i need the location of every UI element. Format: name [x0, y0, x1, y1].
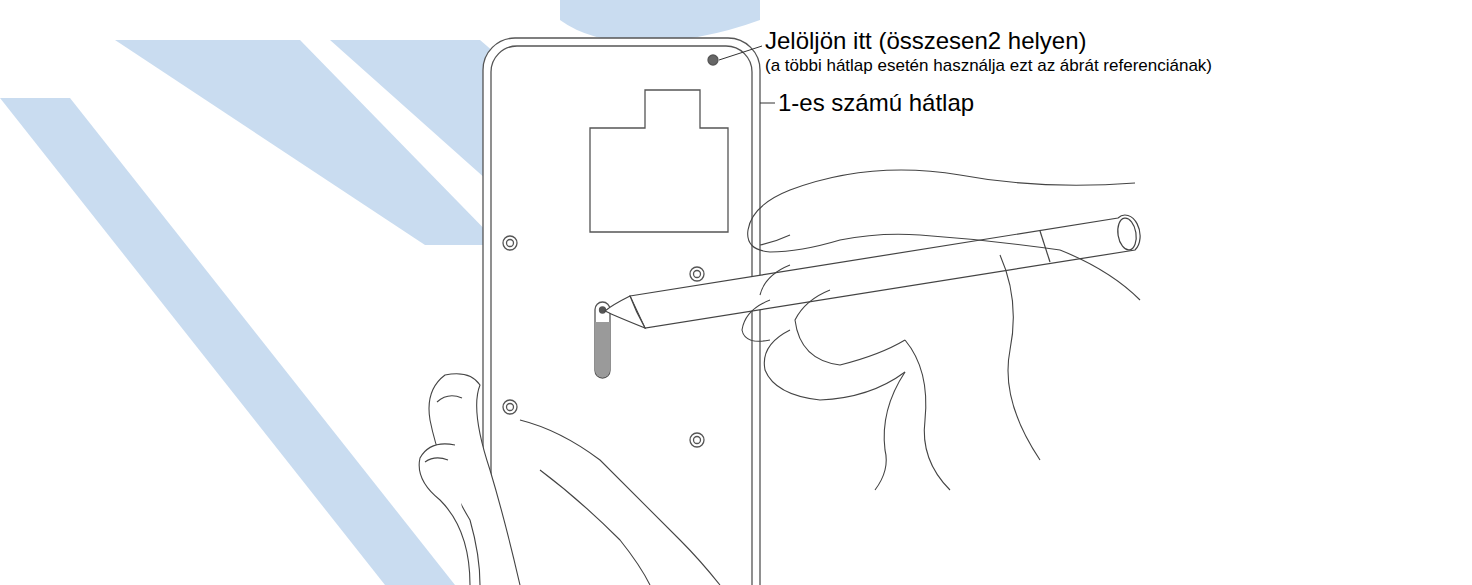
pen-end [1116, 217, 1139, 251]
pen-seam [1040, 231, 1050, 262]
fingernail [425, 458, 448, 462]
palm [520, 420, 720, 585]
mark-hole [708, 55, 718, 65]
screw-hole-inner [694, 437, 701, 444]
palm [1060, 250, 1140, 300]
screw-hole [503, 236, 517, 250]
screw-hole-inner [694, 271, 701, 278]
palm [540, 470, 650, 585]
leader-line [719, 46, 762, 60]
index-finger [748, 170, 1135, 252]
leader-line [760, 103, 775, 104]
palm [905, 340, 950, 490]
fingernail [760, 235, 790, 245]
pen-tip [605, 296, 645, 328]
note-text: (a többi hátlap esetén használja ezt az … [765, 56, 1212, 76]
screw-hole [503, 400, 517, 414]
mark-hole [600, 307, 606, 313]
thumb [764, 330, 905, 400]
pen [605, 215, 1140, 328]
fingernail [437, 396, 462, 402]
slot-fill [595, 322, 610, 378]
finger [419, 444, 470, 585]
screw-hole-inner [507, 240, 514, 247]
callout-label: Jelöljön itt (összesen2 helyen) [765, 27, 1087, 55]
watermark-arc [560, 0, 760, 42]
finger [760, 265, 790, 295]
screw-hole-inner [507, 404, 514, 411]
pen-body [630, 215, 1140, 328]
screw-hole [690, 267, 704, 281]
plate-cutout [590, 90, 728, 232]
callout-label: 1-es számú hátlap [778, 89, 974, 117]
palm [875, 372, 905, 490]
index-finger [920, 235, 1060, 250]
left-hand [419, 374, 720, 585]
screw-hole [690, 433, 704, 447]
thumb [795, 290, 905, 365]
right-hand [742, 170, 1140, 490]
palm [1000, 255, 1040, 460]
finger [742, 300, 770, 341]
slot [595, 302, 610, 378]
